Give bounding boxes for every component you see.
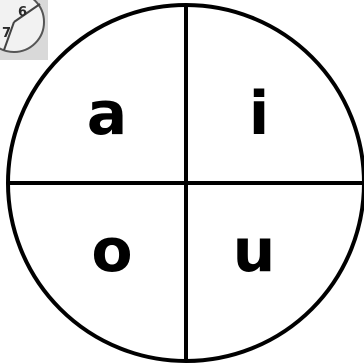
dial-thumbnail-graphic: 6 7	[0, 0, 48, 60]
number-dial-thumbnail-icon: 6 7	[0, 0, 48, 60]
quadrant-letter-u: u	[233, 216, 276, 286]
quadrant-letter-i: i	[249, 79, 270, 149]
dial-number-7: 7	[2, 26, 11, 41]
dial-number-6: 6	[18, 5, 27, 20]
quadrant-letter-a: a	[87, 79, 128, 149]
quadrant-letter-o: o	[91, 216, 132, 286]
